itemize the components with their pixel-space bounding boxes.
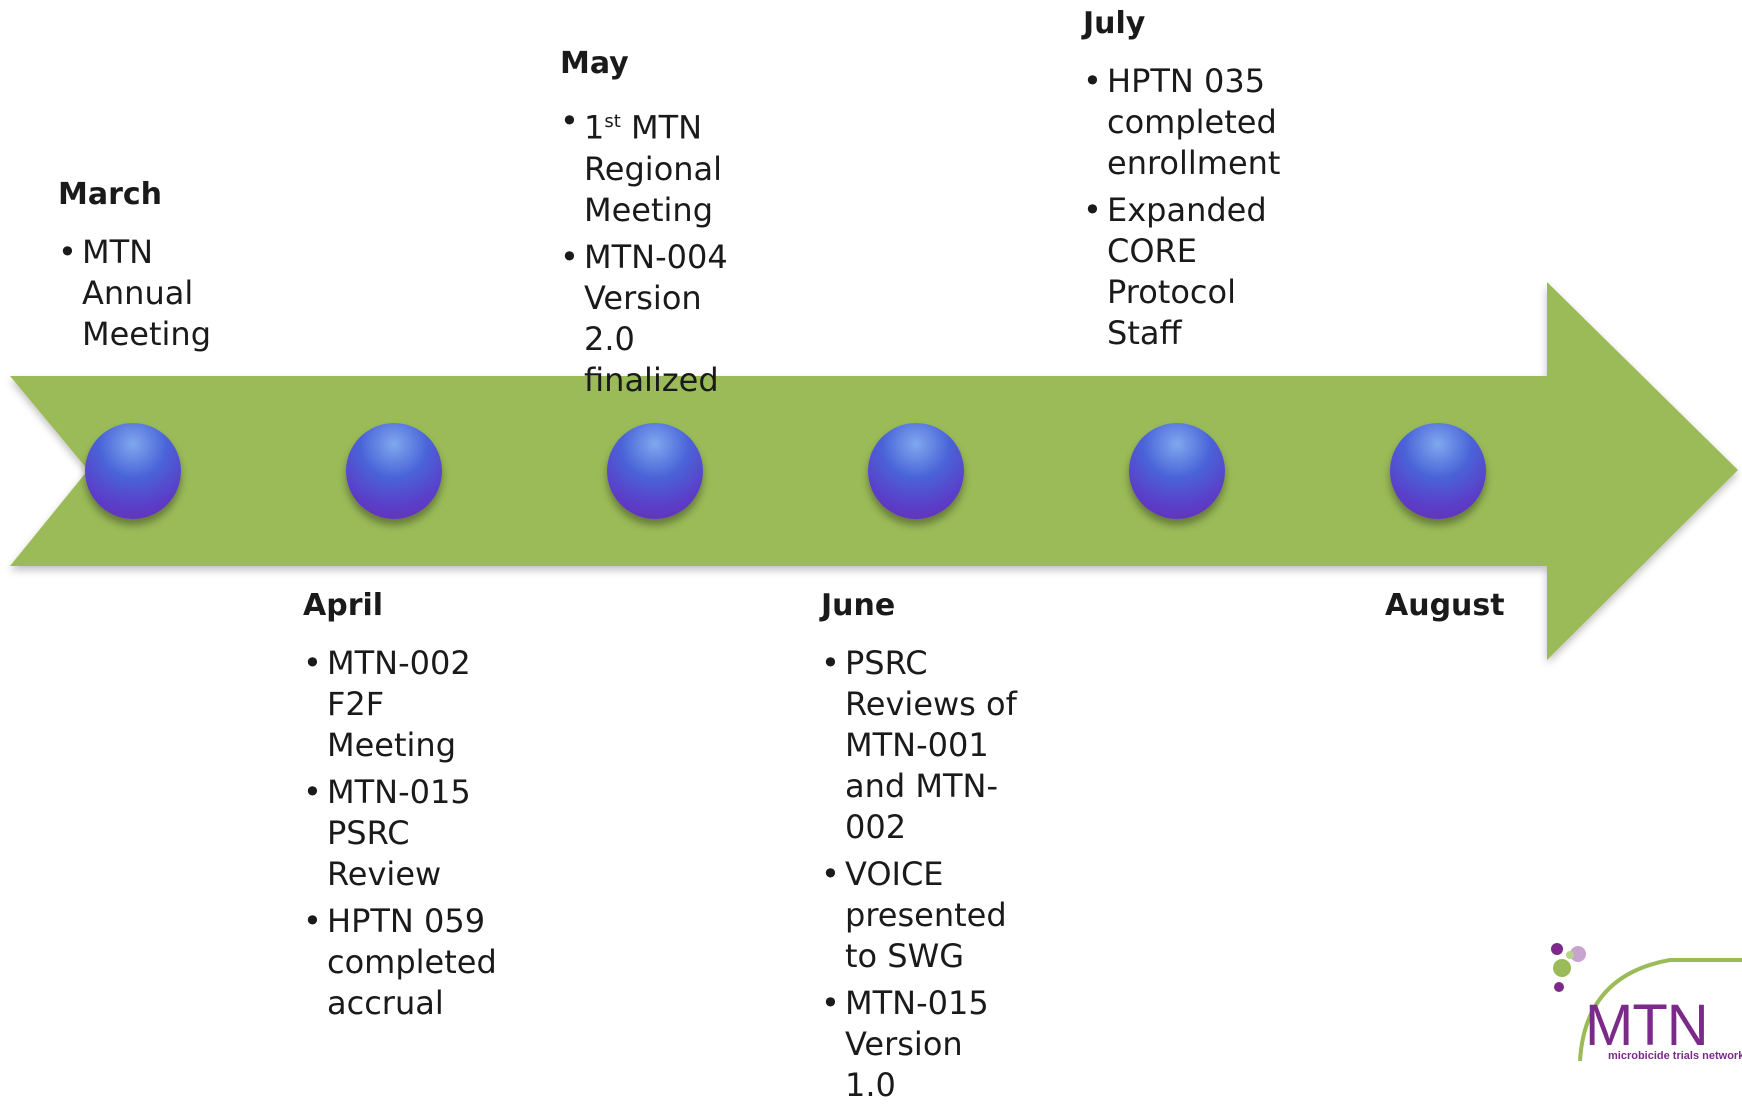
milestone-item: MTN-015 Version 1.0 [821, 983, 1021, 1106]
milestone-items-april: MTN-002 F2F Meeting MTN-015 PSRC Review … [303, 643, 503, 1030]
milestone-node-april[interactable] [346, 423, 442, 519]
milestone-item: MTN Annual Meeting [58, 232, 238, 355]
milestone-item: HPTN 035 completed enrollment [1083, 61, 1283, 184]
milestone-item: VOICE presented to SWG [821, 854, 1021, 977]
milestone-label-july: July [1083, 6, 1146, 41]
milestone-label-august: August [1385, 588, 1505, 623]
mtn-logo: MTN microbicide trials network [1540, 935, 1742, 1061]
logo-text: MTN [1585, 993, 1709, 1058]
milestone-label-may: May [560, 46, 629, 81]
milestone-item: MTN-002 F2F Meeting [303, 643, 503, 766]
logo-mark-icon [1551, 943, 1742, 1061]
milestone-items-july: HPTN 035 completed enrollment Expanded C… [1083, 61, 1283, 360]
milestone-items-march: MTN Annual Meeting [58, 232, 238, 361]
milestone-items-june: PSRC Reviews of MTN-001 and MTN-002 VOIC… [821, 643, 1021, 1112]
milestone-label-march: March [58, 177, 163, 212]
milestone-item: PSRC Reviews of MTN-001 and MTN-002 [821, 643, 1021, 848]
milestone-items-may: 1st MTN Regional Meeting MTN-004 Version… [560, 101, 760, 407]
milestone-label-june: June [821, 588, 896, 623]
milestone-label-april: April [303, 588, 384, 623]
milestone-node-june[interactable] [868, 423, 964, 519]
milestone-node-august[interactable] [1390, 423, 1486, 519]
milestone-node-may[interactable] [607, 423, 703, 519]
logo-subtitle: microbicide trials network [1608, 1050, 1742, 1061]
milestone-item: HPTN 059 completed accrual [303, 901, 503, 1024]
milestone-item: MTN-015 PSRC Review [303, 772, 503, 895]
milestone-item: 1st MTN Regional Meeting [560, 101, 760, 231]
milestone-node-march[interactable] [85, 423, 181, 519]
milestone-item: Expanded CORE Protocol Staff [1083, 190, 1283, 354]
milestone-node-july[interactable] [1129, 423, 1225, 519]
milestone-item: MTN-004 Version 2.0 finalized [560, 237, 760, 401]
